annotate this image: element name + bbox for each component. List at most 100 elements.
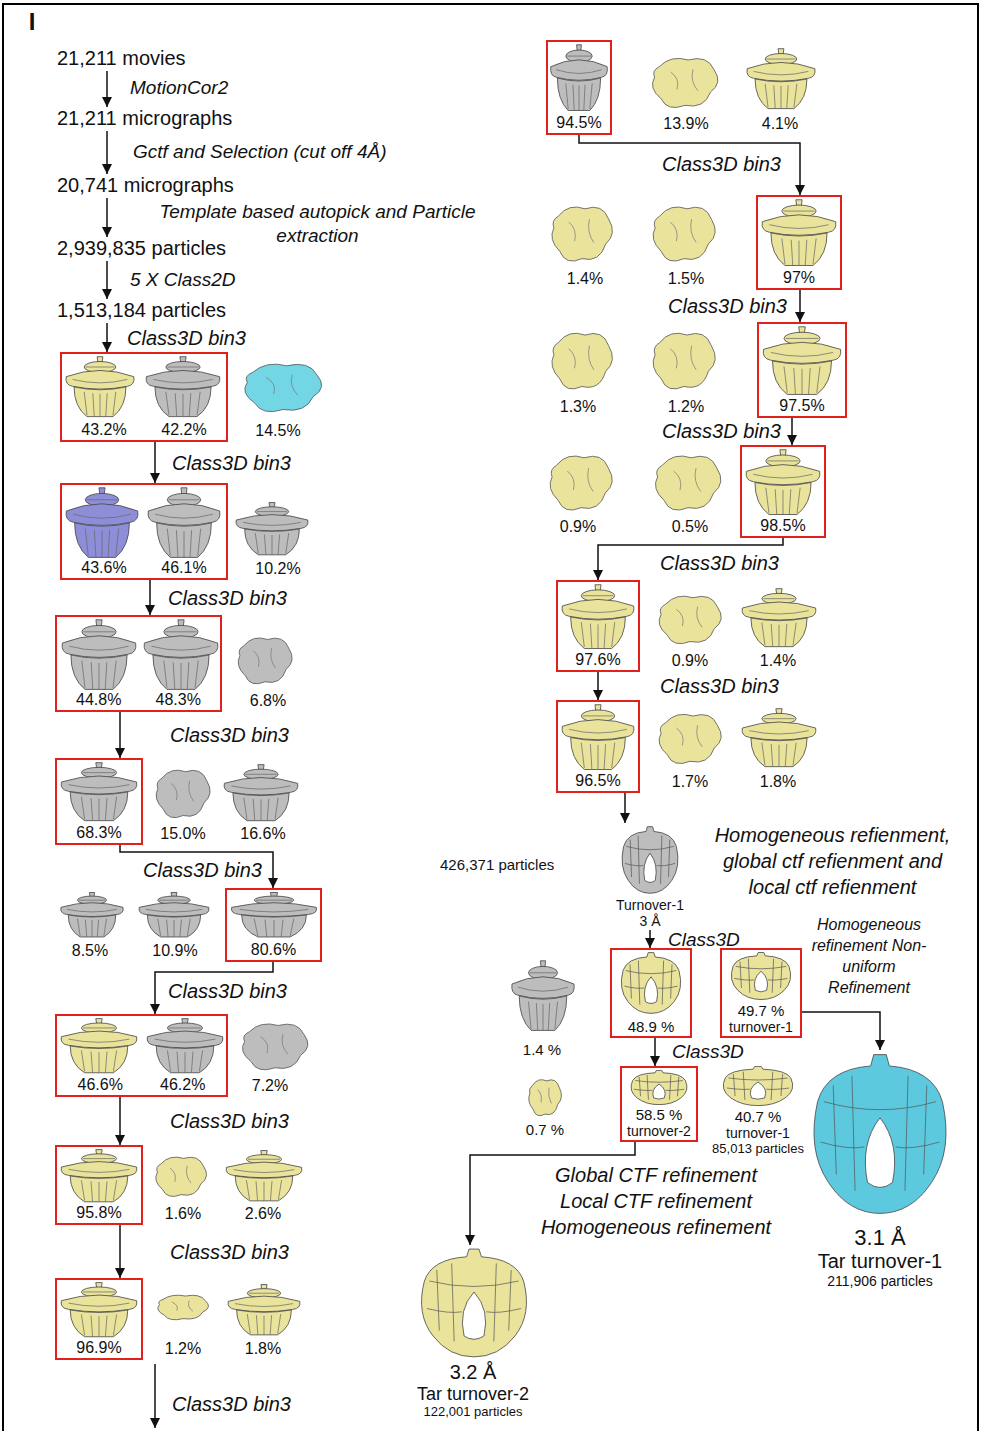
final-map-panel: 3.2 ÅTar turnover-2122,001 particles [398, 1245, 548, 1421]
density-map [144, 620, 218, 690]
flow-arrow [120, 845, 273, 888]
node-text: 211,906 particles [827, 1273, 933, 1289]
step-count: 21,211 micrographs [55, 107, 234, 131]
step-label: 5 X Class2D [130, 269, 236, 291]
selected-class-box: 43.6%46.1% [60, 483, 228, 580]
density-map [762, 200, 836, 266]
flow-arrow [106, 198, 108, 237]
edge-label-holder: Class3D bin3 [170, 1110, 289, 1133]
class-percentage: 80.6% [251, 941, 296, 959]
step-count: 20,741 micrographs [55, 174, 236, 198]
density-map [226, 1151, 302, 1201]
density-map [723, 1066, 792, 1105]
step-label: Class3D bin3 [668, 295, 787, 318]
class-percentage: 46.6% [78, 1076, 123, 1094]
density-map [622, 827, 678, 894]
density-map [621, 953, 680, 1014]
step-label: Class3D bin3 [143, 859, 262, 882]
class-percentage: 0.9% [672, 652, 708, 670]
flow-arrow [649, 930, 651, 948]
label-holder: 0.7 % [526, 1121, 564, 1138]
class-percentage: 96.5% [575, 772, 620, 790]
class-percentage: 1.4% [760, 652, 796, 670]
density-map [61, 1283, 137, 1337]
density-map [245, 364, 322, 412]
density-map-panel: Turnover-13 Å [605, 823, 695, 930]
label-holder: 14.5% [255, 422, 300, 440]
step-count: 1,513,184 particles [55, 299, 228, 323]
class-percentage: 8.5% [72, 942, 108, 960]
label-holder: 1.8% [245, 1340, 281, 1358]
class-percentage: 1.2% [165, 1340, 201, 1358]
flow-arrow [597, 672, 599, 700]
class-percentage: 16.6% [240, 825, 285, 843]
edge-label-holder: Class3D bin3 [662, 153, 781, 176]
label-holder: 10.2% [255, 560, 300, 578]
flow-arrow [119, 712, 121, 758]
class-percentage: 1.8% [760, 773, 796, 791]
step-label: Class3D bin3 [660, 552, 779, 575]
density-map [66, 357, 134, 417]
selected-class-box: 80.6% [225, 888, 322, 962]
density-map [61, 1019, 137, 1073]
class-percentage: 1.3% [560, 398, 596, 416]
step-label: Homogeneous refinement Non-uniform Refin… [810, 914, 928, 998]
step-label: Class3D bin3 [172, 1393, 291, 1416]
flow-arrow [119, 1225, 121, 1278]
flow-arrow [598, 538, 783, 580]
class-percentage: 97.5% [779, 397, 824, 415]
density-map [61, 763, 137, 821]
density-map [147, 1019, 223, 1073]
edge-label-holder: Class3D [672, 1041, 744, 1063]
selected-class-box: 58.5 %turnover-2 [620, 1066, 698, 1142]
selected-class-box: 48.9 % [610, 948, 692, 1038]
class-percentage: 1.4 % [523, 1041, 561, 1058]
density-map [552, 207, 613, 261]
density-map [562, 705, 634, 770]
class-percentage: 40.7 % [735, 1108, 782, 1125]
step-label: Class3D bin3 [170, 1241, 289, 1264]
node-text: Tar turnover-2 [417, 1384, 529, 1405]
class-percentage: 98.5% [760, 517, 805, 535]
label-holder: 40.7 % [735, 1108, 782, 1125]
step-label: Homogeneous refienment, global ctf refie… [705, 822, 960, 900]
edge-label-holder: Class3D bin3 [127, 327, 246, 350]
density-map [224, 765, 298, 821]
flow-arrow [791, 418, 793, 445]
density-map [562, 585, 634, 649]
final-map-panel: 3.1 ÅTar turnover-1211,906 particles [798, 1050, 962, 1290]
label-holder: 1.3% [560, 398, 596, 416]
class-percentage: 2.6% [245, 1205, 281, 1223]
label-holder: 1.4 % [523, 1041, 561, 1058]
density-map [746, 450, 820, 515]
label-holder: turnover-1 [726, 1125, 790, 1141]
flow-arrow [624, 793, 626, 823]
density-map [62, 620, 136, 690]
density-map [659, 596, 721, 644]
density-map [659, 714, 721, 763]
edge-label-holder: Global CTF refinement Local CTF refineme… [530, 1162, 782, 1240]
label-holder: 1.4% [567, 270, 603, 288]
edge-label-holder: Class3D [668, 929, 740, 951]
class-percentage: 0.5% [672, 518, 708, 536]
label-holder: 0.9% [560, 518, 596, 536]
density-map [652, 58, 717, 107]
step-label: Class3D bin3 [168, 980, 287, 1003]
selected-class-box: 97% [756, 195, 842, 290]
node-text: Turnover-1 [616, 897, 684, 913]
density-map [61, 1150, 137, 1202]
step-label: Class3D bin3 [662, 420, 781, 443]
label-holder: 6.8% [250, 692, 286, 710]
edge-label-holder: Homogeneous refinement Non-uniform Refin… [810, 914, 928, 998]
node-text: 3.2 Å [450, 1361, 497, 1384]
edge-label-holder: Class3D bin3 [168, 587, 287, 610]
label-holder: 85,013 particles [712, 1142, 804, 1157]
flow-arrow [106, 323, 108, 352]
class-percentage: 10.9% [152, 942, 197, 960]
edge-label-holder: Gctf and Selection (cut off 4Å) [133, 141, 386, 163]
class-percentage: 6.8% [250, 692, 286, 710]
step-label: Class3D bin3 [170, 724, 289, 747]
